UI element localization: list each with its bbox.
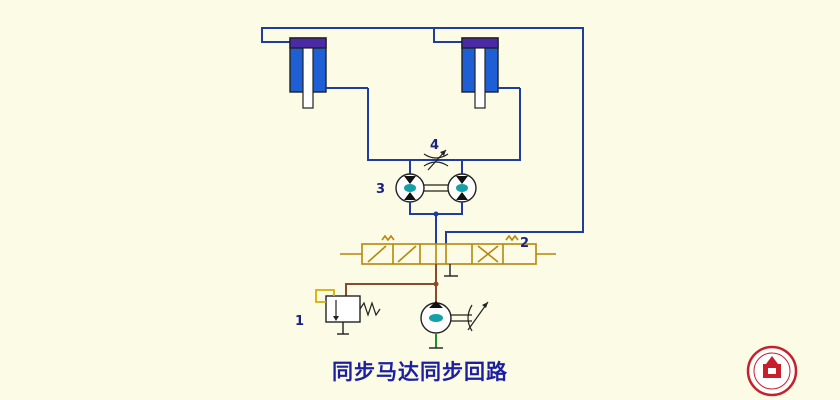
cylinder-supply-pipes: [261, 27, 584, 244]
motor-outlet-pipes: [367, 88, 521, 176]
right-cylinder: [461, 37, 520, 109]
motor-inlet-pipes: [409, 202, 463, 244]
pump-suction-line: [429, 333, 443, 349]
directional-valve-label: 2: [520, 236, 529, 251]
throttle-valve-symbol: [423, 149, 449, 171]
motors-label: 3: [376, 182, 385, 197]
relief-valve: [315, 289, 381, 335]
synchronous-motors: [395, 173, 477, 203]
relief-valve-label: 1: [295, 314, 304, 329]
throttle-label: 4: [430, 138, 439, 153]
directional-control-valve: [340, 234, 556, 265]
pressure-line: [345, 264, 439, 304]
left-cylinder: [289, 37, 368, 109]
university-seal-icon: [746, 345, 798, 397]
diagram-caption: 同步马达同步回路: [332, 360, 508, 384]
hydraulic-pump: [420, 301, 489, 334]
valve-tank-line: [444, 264, 458, 277]
